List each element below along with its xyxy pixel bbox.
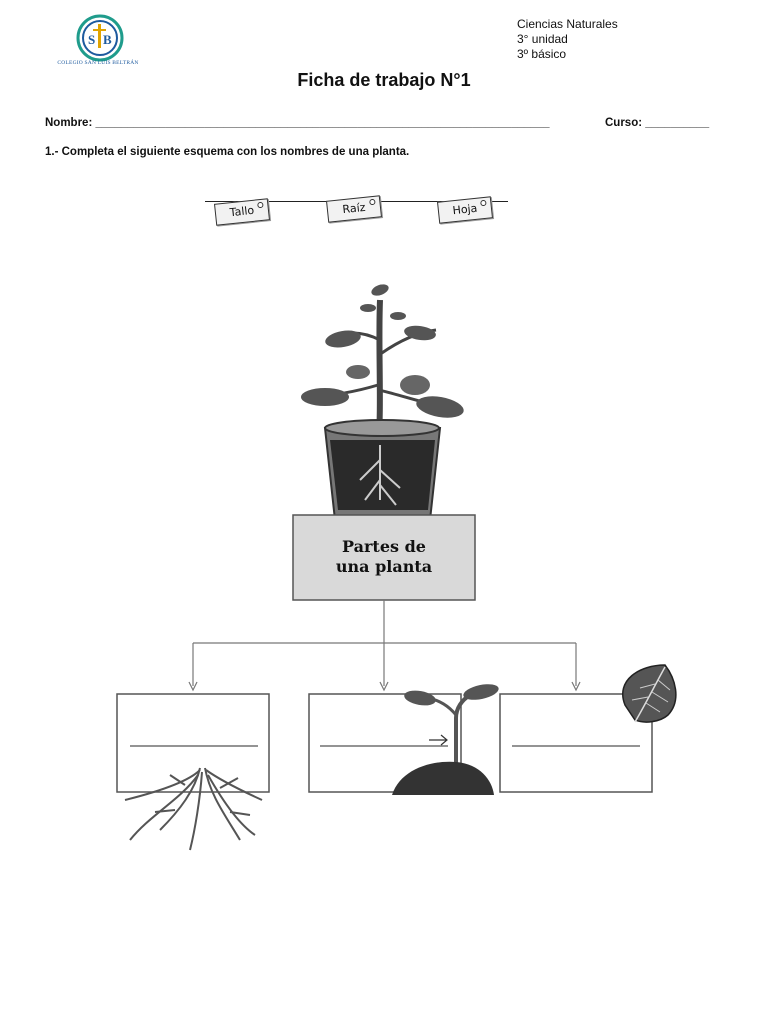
instruction-text: 1.- Completa el siguiente esquema con lo… — [45, 146, 410, 158]
name-field[interactable]: Nombre: ________________________________… — [45, 117, 550, 129]
roots-illustration — [124, 767, 263, 851]
diagram-title-line1: Partes de — [342, 537, 426, 556]
leaf-illustration — [622, 664, 677, 723]
course-field[interactable]: Curso: __________ — [605, 117, 710, 129]
logo-caption: COLEGIO SAN LUIS BELTRÁN — [57, 60, 139, 66]
diagram-title-box — [292, 514, 476, 601]
grade: 3º básico — [517, 47, 567, 61]
page-title: Ficha de trabajo N°1 — [297, 70, 471, 90]
subject: Ciencias Naturales — [517, 17, 618, 31]
unit: 3° unidad — [517, 32, 568, 46]
answer-box-3 — [499, 693, 653, 793]
seedling-illustration — [392, 684, 499, 795]
answer-box-1 — [116, 693, 270, 793]
diagram-title-line2: una planta — [335, 557, 433, 576]
svg-text:B: B — [103, 32, 112, 47]
diagram-title: Partes de una planta — [293, 537, 475, 577]
potted-plant-illustration — [301, 284, 464, 521]
school-info: Ciencias Naturales 3° unidad 3º básico — [517, 17, 618, 62]
school-logo: S B — [48, 14, 158, 72]
svg-text:S: S — [88, 32, 95, 47]
